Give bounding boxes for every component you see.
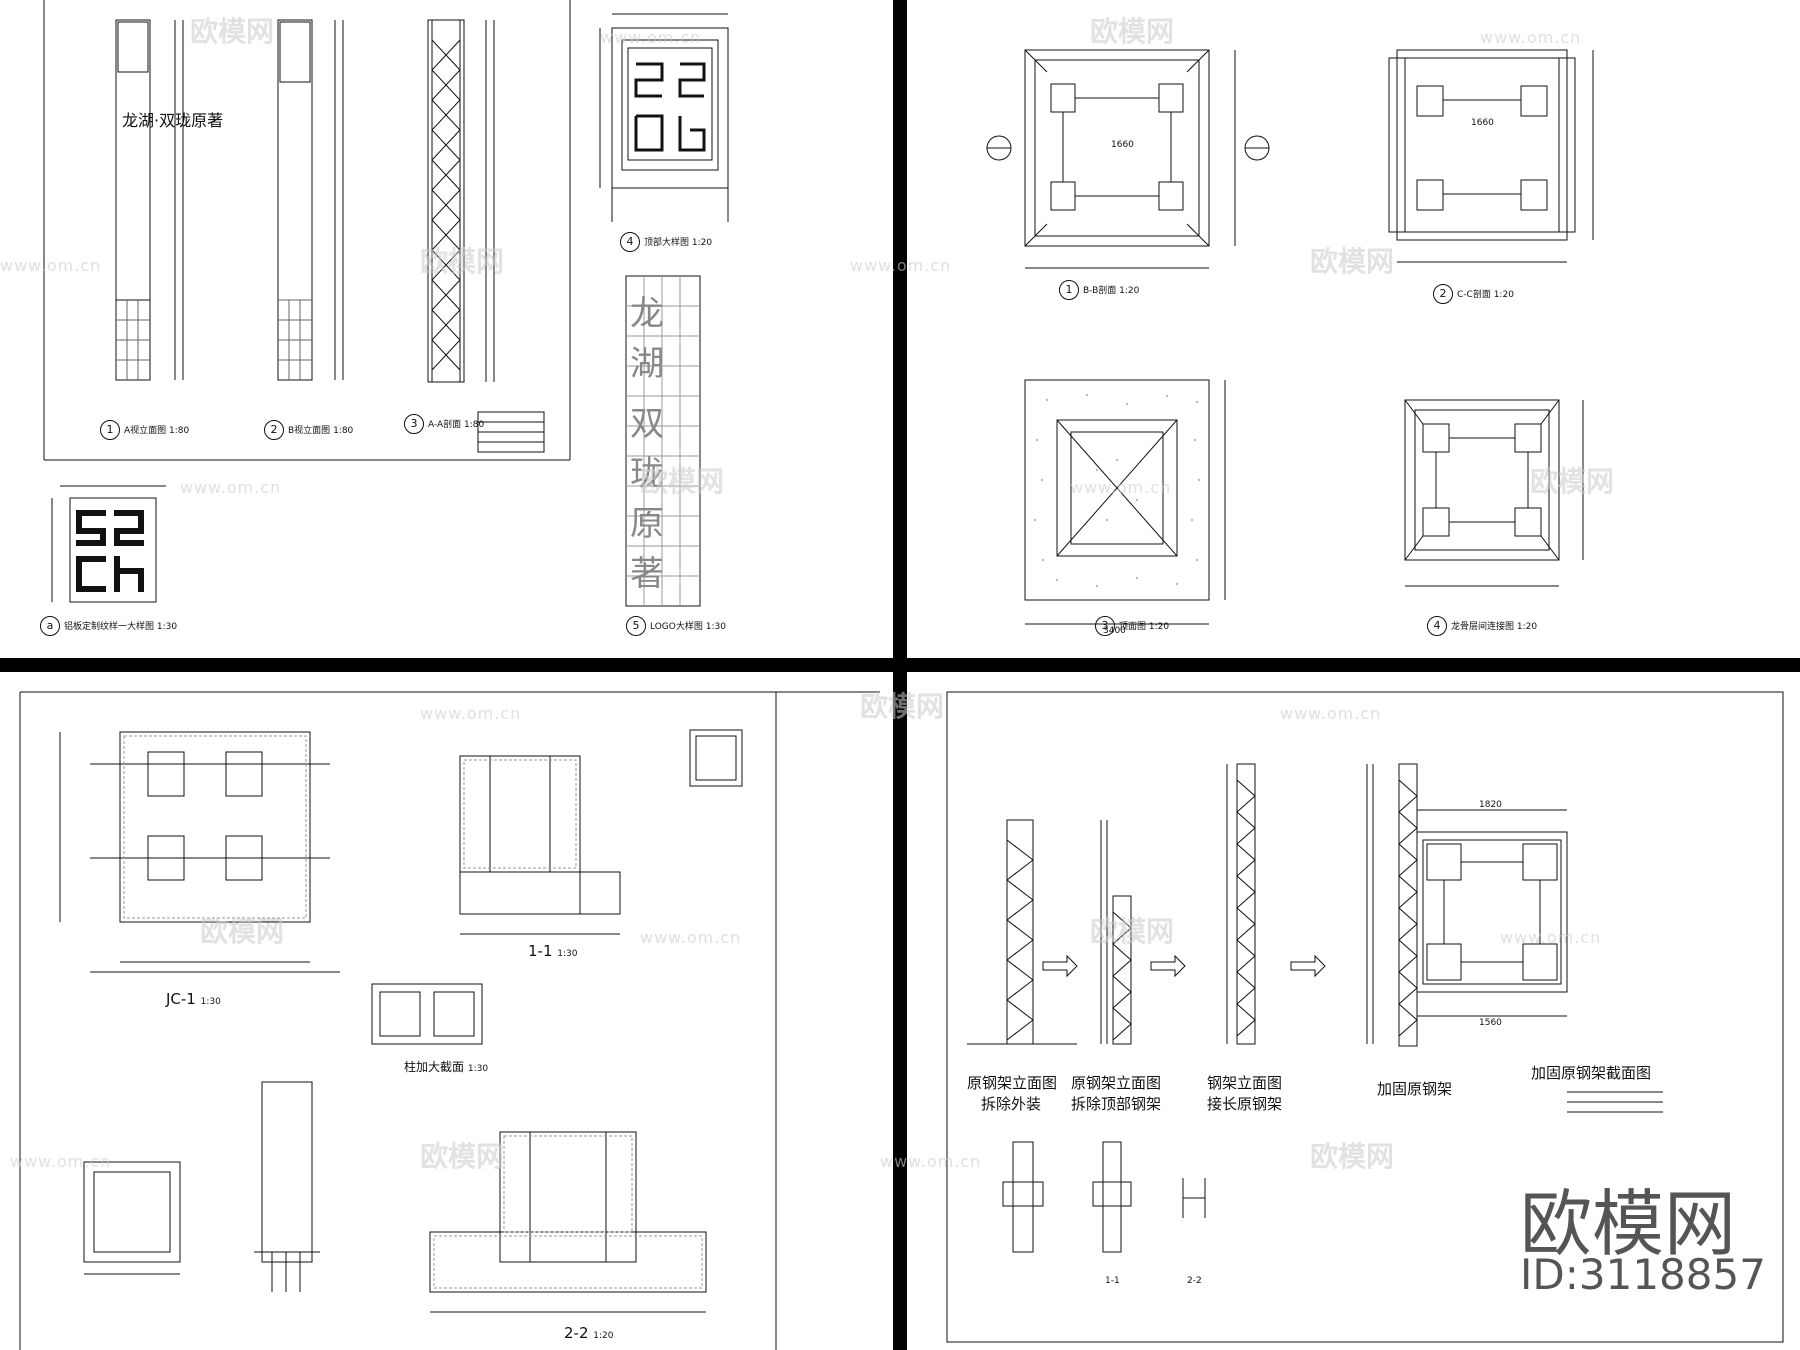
sheet-2-linework: [986, 49, 1594, 625]
watermark-logo: 欧模网: [1310, 245, 1395, 278]
watermark-url: www.om.cn: [640, 928, 742, 947]
section-11: 1-1: [1105, 1276, 1120, 1286]
label-reinforced-section: 加固原钢架截面图: [1531, 1064, 1652, 1082]
watermark-url: www.om.cn: [180, 478, 282, 497]
logo-char-5: 原: [630, 504, 664, 544]
watermark-logo: 欧模网: [1090, 15, 1175, 48]
section-22: 2-2: [1187, 1276, 1202, 1286]
logo-char-6: 著: [630, 554, 664, 594]
watermark-url: www.om.cn: [880, 1152, 982, 1171]
watermark-url: www.om.cn: [850, 256, 952, 275]
brand-logo-text: 欧模网: [1520, 1182, 1737, 1266]
drawing-sheet-4: 原钢架立面图拆除外装 原钢架立面图拆除顶部钢架 钢架立面图接长原钢架 加固原钢架…: [907, 672, 1800, 1350]
caption-section-22: 2-2 1:20: [564, 1324, 614, 1342]
watermark-logo: 欧模网: [1530, 465, 1615, 498]
sheet-3-linework: [19, 691, 880, 1350]
caption-section-11: 1-1 1:30: [528, 942, 578, 960]
drawing-sheet-3: JC-1 1:30 1-1 1:30 柱加大截面 1:30 2-2 1:20: [0, 672, 893, 1350]
logo-char-2: 湖: [630, 344, 664, 384]
dim-1660-cc: 1660: [1471, 118, 1494, 128]
caption-jc1: JC-1 1:30: [166, 990, 221, 1008]
watermark-url: www.om.cn: [600, 28, 702, 47]
watermark-logo: 欧模网: [1310, 1140, 1395, 1173]
logo-char-1: 龙: [630, 294, 664, 334]
dim-3400-top: 3400: [1103, 626, 1126, 636]
logo-char-4: 珑: [630, 454, 664, 494]
pylon-text: 龙湖·双珑原著: [122, 111, 224, 130]
watermark-url: www.om.cn: [10, 1152, 112, 1171]
watermark-url: www.om.cn: [1070, 478, 1172, 497]
logo-char-3: 双: [630, 404, 664, 444]
watermark-url: www.om.cn: [1500, 928, 1602, 947]
watermark-logo: 欧模网: [200, 915, 285, 948]
label-frame-4: 加固原钢架: [1377, 1080, 1453, 1098]
label-frame-3: 钢架立面图接长原钢架: [1207, 1074, 1283, 1113]
watermark-logo: 欧模网: [420, 1140, 505, 1173]
watermark-url: www.om.cn: [1280, 704, 1382, 723]
watermark-logo: 欧模网: [1090, 915, 1175, 948]
dim-1820: 1820: [1479, 800, 1502, 810]
sheet-4-linework: [946, 691, 1784, 1343]
dim-1560: 1560: [1479, 1018, 1502, 1028]
watermark-url: www.om.cn: [0, 256, 102, 275]
label-frame-1: 原钢架立面图拆除外装: [967, 1074, 1058, 1113]
label-frame-2: 原钢架立面图拆除顶部钢架: [1071, 1074, 1162, 1113]
sheet-1-linework: [43, 0, 729, 607]
caption-column-section: 柱加大截面 1:30: [404, 1060, 489, 1074]
watermark-logo: 欧模网: [420, 245, 505, 278]
watermark-logo: 欧模网: [860, 690, 945, 723]
asset-id: ID:3118857: [1520, 1250, 1766, 1299]
watermark-logo: 欧模网: [640, 465, 725, 498]
dim-1660-bb: 1660: [1111, 140, 1134, 150]
watermark-logo: 欧模网: [190, 15, 275, 48]
watermark-url: www.om.cn: [420, 704, 522, 723]
watermark-url: www.om.cn: [1480, 28, 1582, 47]
